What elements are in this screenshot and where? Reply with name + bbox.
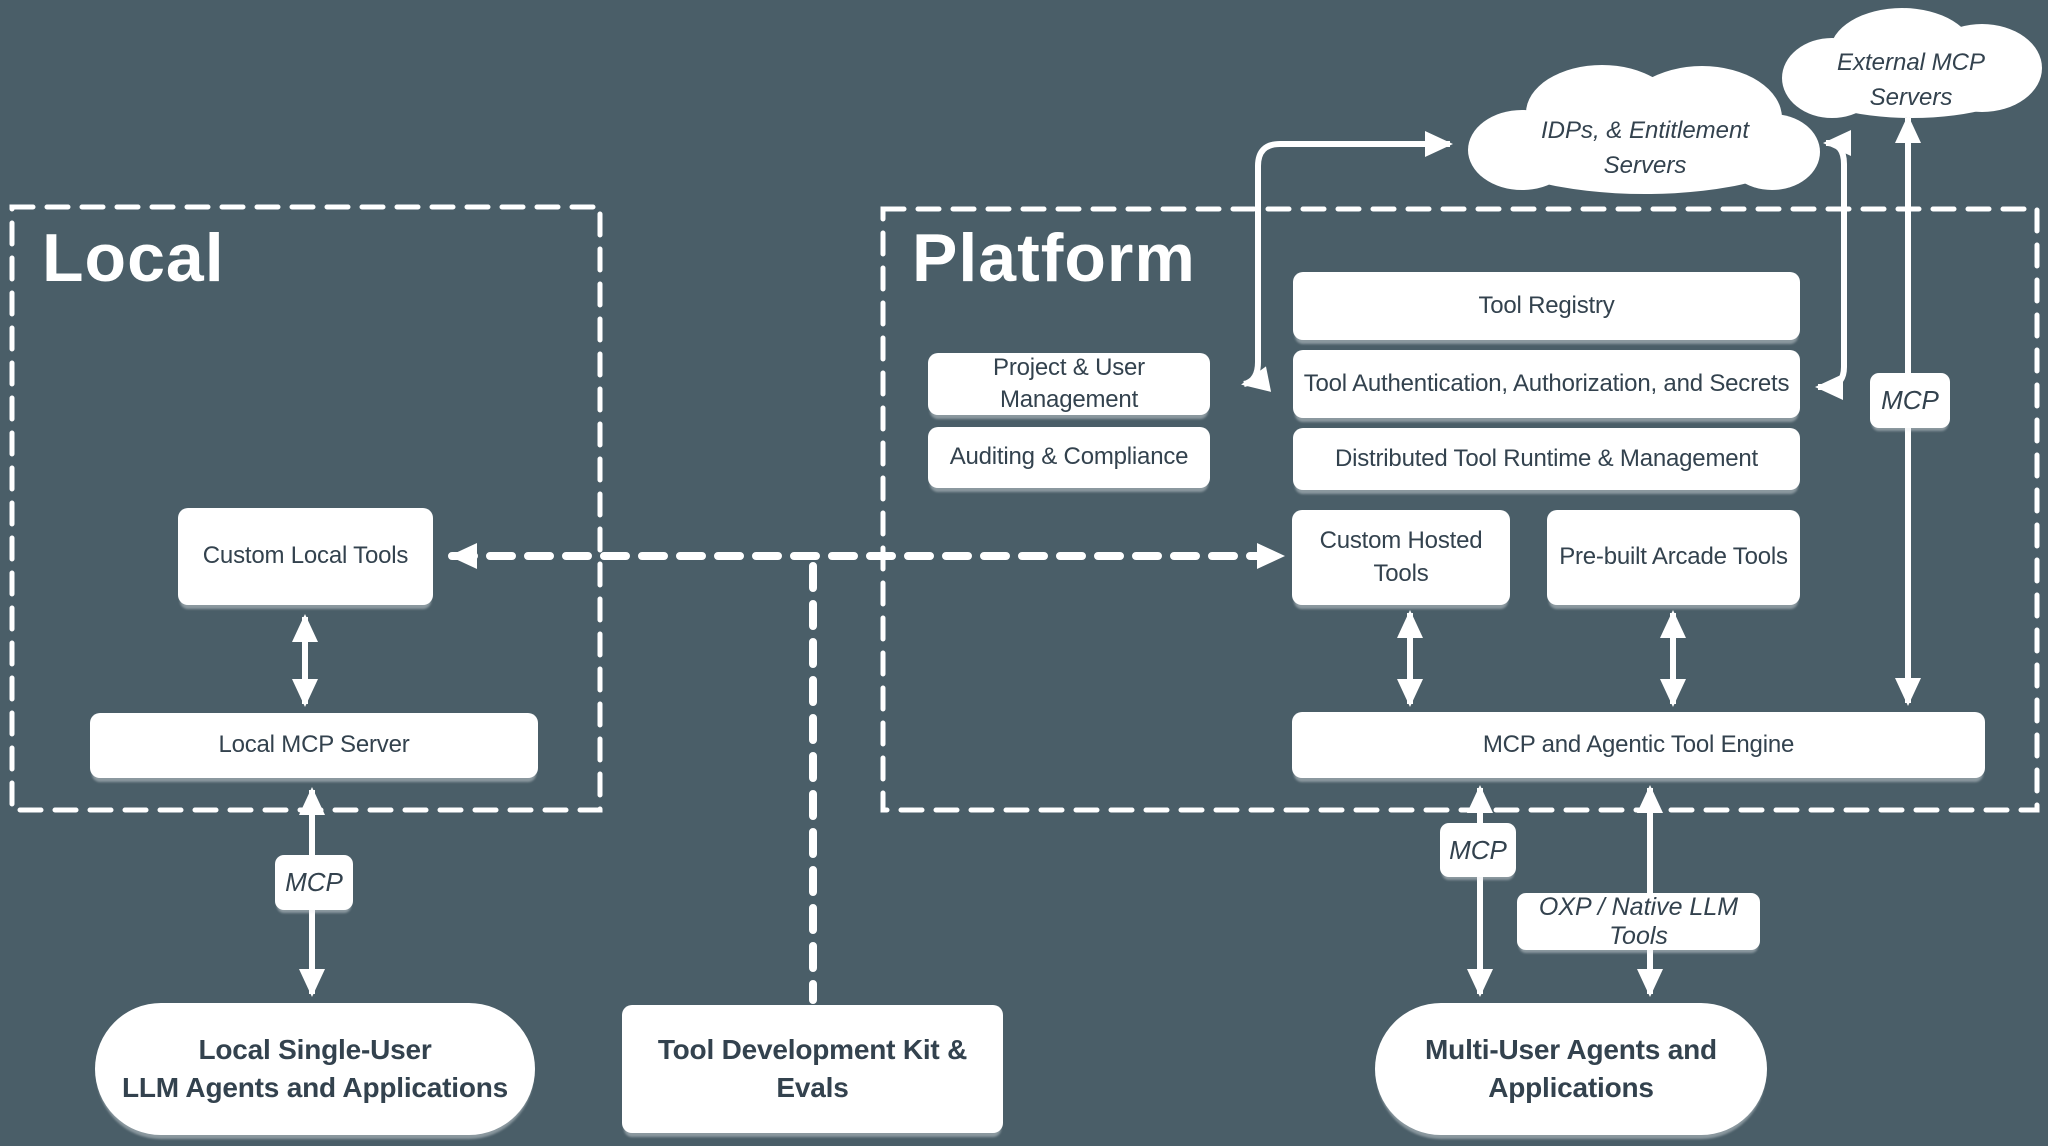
external-mcp-servers-label: External MCP Servers	[1836, 49, 1986, 111]
local-agents-text: Local Single-User LLM Agents and Applica…	[122, 1031, 508, 1107]
edge-toolauth-idps	[1815, 130, 1851, 400]
idps-label-line2: Servers	[1603, 151, 1687, 179]
node-tool-development-kit: Tool Development Kit & Evals	[622, 1005, 1003, 1133]
idps-entitlement-label: IDPs, & Entitlement Servers	[1500, 114, 1790, 184]
edge-label-mcp-platform: MCP	[1440, 823, 1516, 877]
node-local-single-user-agents: Local Single-User LLM Agents and Applica…	[95, 1003, 535, 1135]
platform-region-border	[880, 206, 2040, 813]
node-project-user-management: Project & User Management	[928, 353, 1210, 415]
multi-agents-line2: Applications	[1488, 1072, 1654, 1103]
node-local-mcp-server: Local MCP Server	[90, 713, 538, 778]
node-tool-authentication: Tool Authentication, Authorization, and …	[1293, 350, 1800, 418]
node-distributed-runtime: Distributed Tool Runtime & Management	[1293, 428, 1800, 490]
local-agents-line2: LLM Agents and Applications	[121, 1072, 509, 1103]
local-agents-line1: Local Single-User	[198, 1034, 432, 1066]
platform-region-title: Platform	[912, 220, 1196, 296]
node-tool-registry: Tool Registry	[1293, 272, 1800, 340]
node-multi-user-agents: Multi-User Agents and Applications	[1375, 1003, 1767, 1135]
node-auditing-compliance: Auditing & Compliance	[928, 427, 1210, 488]
idps-label-line1: IDPs, & Entitlement	[1540, 117, 1750, 144]
multi-agents-line1: Multi-User Agents and	[1425, 1034, 1717, 1066]
edge-label-oxp-native-llm-tools: OXP / Native LLM Tools	[1517, 893, 1760, 950]
edge-label-mcp-local: MCP	[275, 855, 353, 910]
node-prebuilt-arcade-tools: Pre-built Arcade Tools	[1547, 510, 1800, 605]
node-mcp-agentic-tool-engine: MCP and Agentic Tool Engine	[1292, 712, 1985, 778]
node-custom-hosted-tools: Custom Hosted Tools	[1292, 510, 1510, 605]
external-mcp-servers-cloud	[1782, 8, 2042, 118]
edge-label-mcp-external: MCP	[1870, 373, 1950, 428]
idps-entitlement-cloud	[1468, 65, 1820, 194]
local-region-title: Local	[42, 220, 225, 296]
node-custom-local-tools: Custom Local Tools	[178, 508, 433, 605]
multi-agents-text: Multi-User Agents and Applications	[1425, 1031, 1717, 1107]
edge-projectmgmt-idps	[1241, 131, 1453, 392]
